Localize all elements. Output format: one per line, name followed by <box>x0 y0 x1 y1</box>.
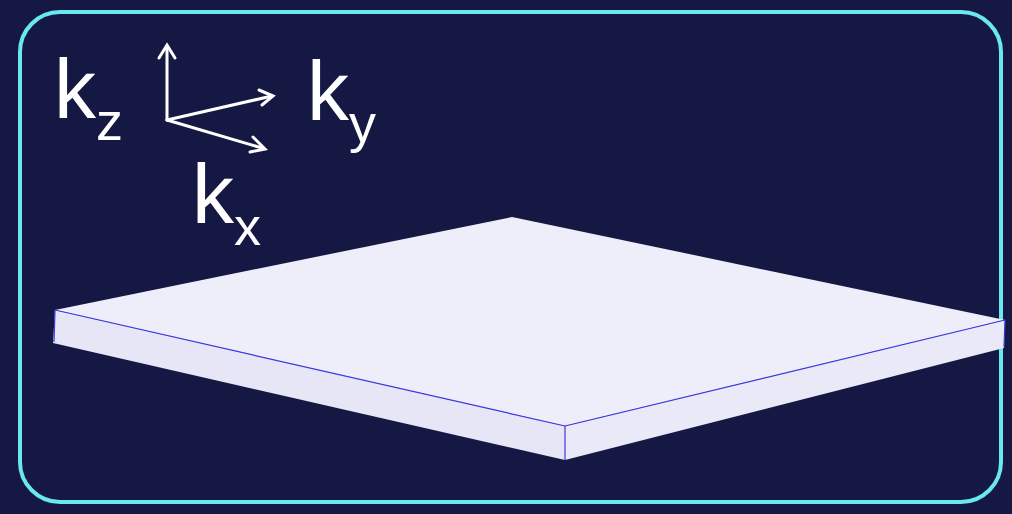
slab-edges <box>54 310 1005 460</box>
axes <box>159 45 273 152</box>
axis-label: ky <box>307 49 376 150</box>
axis-label: kz <box>54 47 123 148</box>
axis-label: kx <box>192 152 261 253</box>
slab-top-face <box>55 217 1005 426</box>
